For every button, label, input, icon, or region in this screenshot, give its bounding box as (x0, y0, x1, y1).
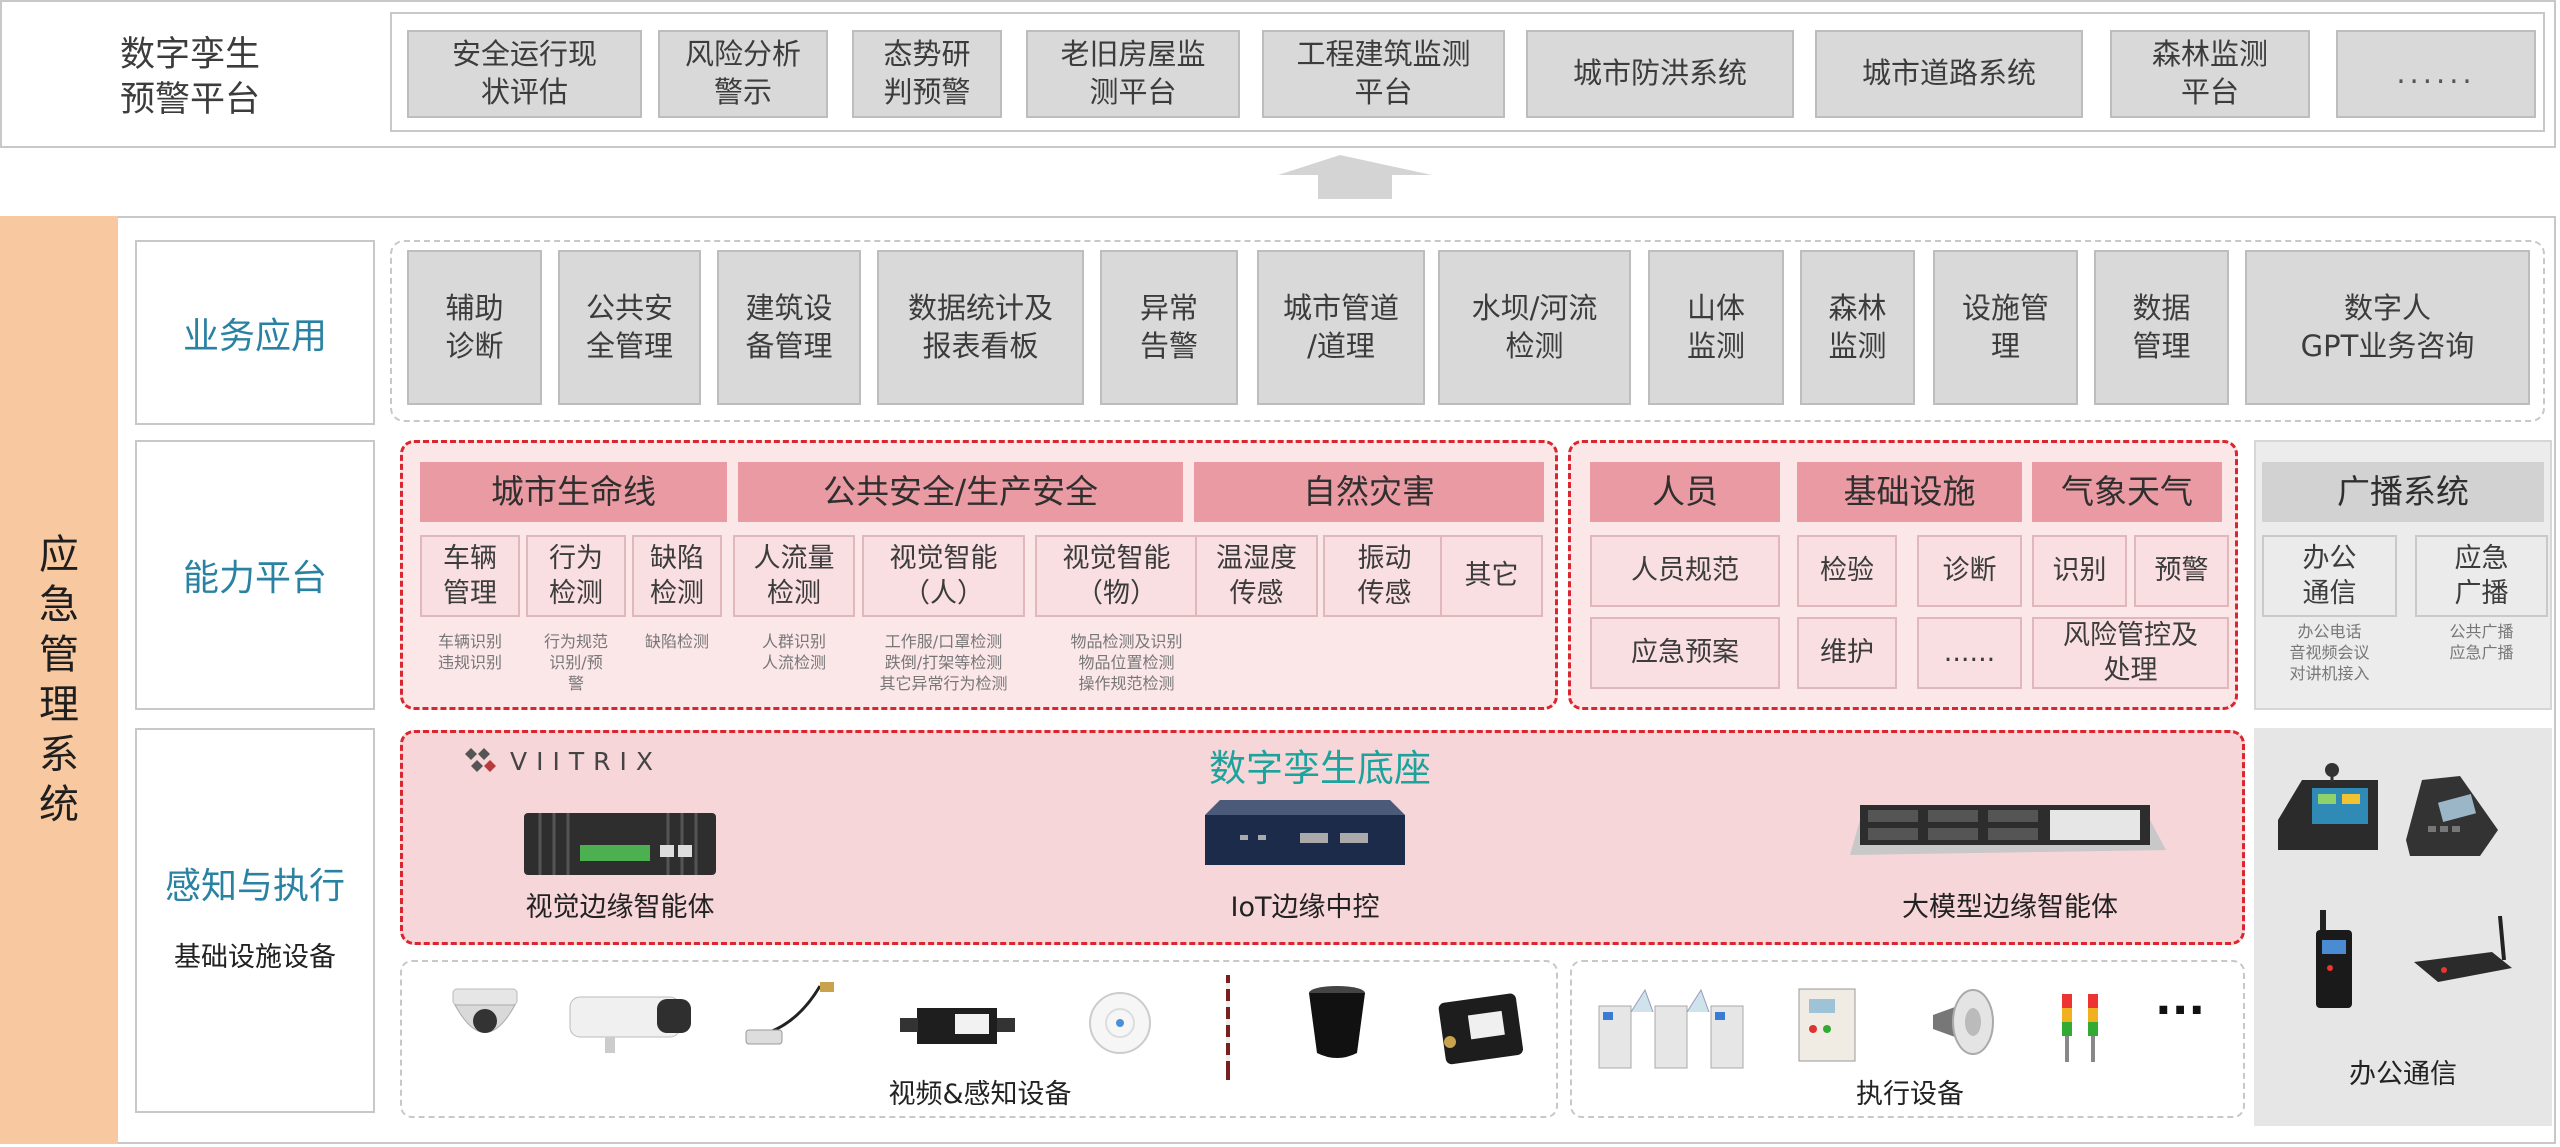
capability-header: 气象天气 (2032, 462, 2222, 522)
sensing-devices-label: 视频&感知设备 (888, 1079, 1072, 1110)
vision-edge-device-icon (524, 813, 716, 875)
broadcast-header: 广播系统 (2262, 462, 2544, 522)
rain-gauge-bucket-icon (1309, 986, 1365, 1058)
business-app-item: 建筑设 备管理 (717, 250, 861, 405)
capability-note: 物品检测及识别 物品位置检测 操作规范检测 (1070, 632, 1183, 693)
control-cabinet-icon (1798, 988, 1856, 1062)
top-platform-item: 森林监测 平台 (2110, 30, 2310, 118)
capability-note: 缺陷检测 (644, 632, 709, 651)
video-phone-icon (2278, 763, 2378, 850)
capability-cell: 车辆 管理 (420, 535, 520, 617)
layer-sublabel-perception: 基础设施设备 (174, 942, 336, 973)
business-app-item: 数据 管理 (2094, 250, 2229, 405)
broadcast-cell: 应急 广播 (2415, 535, 2548, 617)
business-app-item: 公共安 全管理 (558, 250, 701, 405)
wired-sensor-icon (745, 982, 834, 1045)
sensing-devices-frame (400, 960, 1558, 1118)
viitrix-logo-icon (465, 748, 496, 772)
capability-cell: 其它 (1440, 535, 1543, 617)
displacement-sensor-icon (900, 1008, 1015, 1044)
top-platform-item: 态势研 判预警 (852, 30, 1002, 118)
capability-cell: 视觉智能 （人） (862, 535, 1025, 617)
llm-edge-server-icon (1850, 805, 2166, 855)
capability-note: 工作服/口罩检测 跌倒/打架等检测 其它异常行为检测 (879, 632, 1008, 693)
capability-cell: 行为 检测 (526, 535, 626, 617)
top-platform-items-frame (390, 12, 2545, 132)
business-app-item: 异常 告警 (1100, 250, 1238, 405)
up-arrow-icon (1278, 155, 1432, 199)
layer-label-business: 业务应用 (182, 315, 327, 357)
layer-label-perception: 感知与执行 (164, 866, 345, 907)
signal-tower-light-icon (2062, 994, 2098, 1062)
broadcast-note: 公共广播 应急广播 (2449, 622, 2514, 662)
layer-label-box-perception (135, 728, 375, 1113)
iot-edge-controller-icon (1205, 800, 1405, 865)
iot-edge-controller-label: IoT边缘中控 (1230, 892, 1380, 923)
top-platform-item: 城市道路系统 (1815, 30, 2083, 118)
capability-cell: 应急预案 (1590, 617, 1780, 689)
capability-cell: 缺陷 检测 (632, 535, 722, 617)
top-platform-item: 老旧房屋监 测平台 (1026, 30, 1240, 118)
top-platform-item: 风险分析 警示 (658, 30, 828, 118)
top-platform-title: 数字孪生 预警平台 (119, 34, 260, 121)
capability-note: 车辆识别 违规识别 (437, 632, 502, 672)
bullet-camera-icon (569, 996, 691, 1053)
execution-more-indicator: ··· (2155, 985, 2206, 1036)
rain-gauge-pole-icon (1226, 975, 1230, 1080)
broadcast-note: 办公电话 音视频会议 对讲机接入 (2289, 622, 2370, 683)
walkie-talkie-icon (2316, 910, 2352, 1008)
turnstile-gate-icon (1598, 988, 1744, 1069)
capability-cell: ...... (1917, 617, 2022, 689)
business-app-item: 水坝/河流 检测 (1438, 250, 1631, 405)
capability-cell: 诊断 (1917, 535, 2022, 607)
business-app-item: 森林 监测 (1800, 250, 1915, 405)
business-apps-frame (390, 240, 2545, 422)
capability-header: 人员 (1590, 462, 1780, 522)
capability-header: 自然灾害 (1194, 462, 1544, 522)
layer-label-box-business (135, 240, 375, 425)
layer-label-capability: 能力平台 (182, 558, 327, 599)
capability-cell: 识别 (2032, 535, 2127, 607)
top-platform-item: ...... (2336, 30, 2536, 118)
top-platform-item: 安全运行现 状评估 (407, 30, 642, 118)
capability-header: 基础设施 (1797, 462, 2022, 522)
business-app-item: 城市管道 /道理 (1257, 250, 1425, 405)
capability-note: 人群识别 人流检测 (761, 632, 826, 672)
llm-edge-server-label: 大模型边缘智能体 (1902, 892, 2118, 923)
capability-cell: 视觉智能 （物） (1035, 535, 1198, 617)
desk-phone-icon (2406, 776, 2498, 856)
business-app-item: 山体 监测 (1648, 250, 1784, 405)
capability-cell: 人流量 检测 (733, 535, 855, 617)
dome-camera-icon (452, 988, 518, 1033)
business-app-item: 辅助 诊断 (407, 250, 542, 405)
smoke-detector-icon (1089, 992, 1151, 1054)
execution-devices-frame (1570, 960, 2245, 1118)
capability-cell: 预警 (2134, 535, 2229, 607)
capability-cell: 维护 (1797, 617, 1897, 689)
broadcast-cell: 办公 通信 (2262, 535, 2397, 617)
capability-cell: 人员规范 (1590, 535, 1780, 607)
layer-label-box-capability (135, 440, 375, 710)
tilt-sensor-icon (1438, 993, 1524, 1065)
horn-speaker-icon (1933, 989, 1994, 1055)
digital-twin-base-title: 数字孪生底座 (1209, 747, 1431, 790)
business-app-item: 数字人 GPT业务咨询 (2245, 250, 2530, 405)
capability-cell: 温湿度 传感 (1195, 535, 1318, 617)
capability-cell: 振动 传感 (1323, 535, 1446, 617)
capability-header: 城市生命线 (420, 462, 727, 522)
capability-cell: 风险管控及 处理 (2032, 617, 2229, 689)
broadcast-gateway-icon (2414, 915, 2512, 982)
capability-cell: 检验 (1797, 535, 1897, 607)
top-platform-item: 城市防洪系统 (1526, 30, 1794, 118)
side-label-emergency-system: 应 急 管 理 系 统 (0, 216, 118, 1144)
vision-edge-device-label: 视觉边缘智能体 (525, 892, 715, 923)
viitrix-logo-text: VIITRIX (510, 747, 662, 776)
top-platform-item: 工程建筑监测 平台 (1262, 30, 1505, 118)
capability-header: 公共安全/生产安全 (738, 462, 1183, 522)
business-app-item: 设施管 理 (1933, 250, 2078, 405)
office-comm-label: 办公通信 (2349, 1059, 2457, 1090)
capability-note: 行为规范 识别/预 警 (543, 632, 608, 693)
execution-devices-label: 执行设备 (1856, 1079, 1964, 1110)
business-app-item: 数据统计及 报表看板 (877, 250, 1084, 405)
